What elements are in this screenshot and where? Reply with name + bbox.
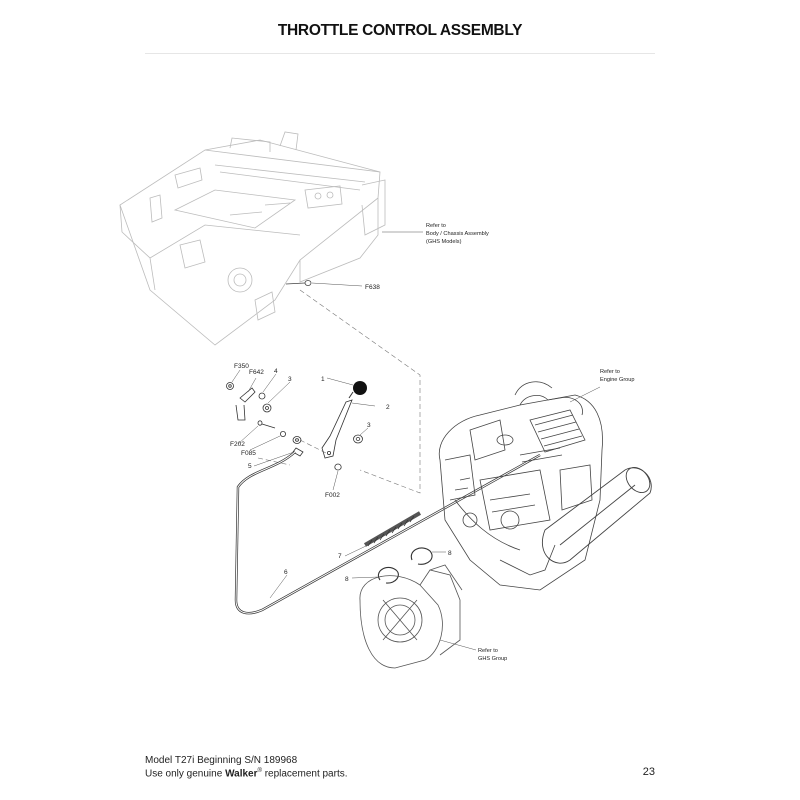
svg-text:Engine Group: Engine Group xyxy=(600,377,635,383)
callout-2: 2 xyxy=(386,404,390,411)
cable-spring xyxy=(363,511,422,547)
svg-text:(GHS Models): (GHS Models) xyxy=(426,239,462,245)
callout-8-right: 8 xyxy=(448,550,452,557)
cable-leader-lines xyxy=(269,544,446,599)
callout-6: 6 xyxy=(284,569,288,576)
ref-body-chassis: Refer to Body / Chassis Assembly (GHS Mo… xyxy=(426,223,489,245)
callout-f085: F085 xyxy=(241,450,256,457)
parts-suffix: replacement parts. xyxy=(264,768,348,780)
ghs-blower-housing xyxy=(359,564,463,669)
brand-name: Walker xyxy=(225,768,258,780)
footer-model-line: Model T27i Beginning S/N 189968 xyxy=(145,755,298,766)
svg-text:Refer to: Refer to xyxy=(478,648,498,654)
callout-1: 1 xyxy=(321,376,325,383)
callout-f202: F202 xyxy=(230,441,245,448)
throttle-cable-inner xyxy=(235,451,541,614)
lever-leader-lines xyxy=(231,369,376,491)
svg-text:Refer to: Refer to xyxy=(426,223,446,229)
page-number: 23 xyxy=(642,766,655,778)
title-divider xyxy=(145,53,655,54)
callout-f638: F638 xyxy=(365,284,380,291)
throttle-knob xyxy=(353,381,367,395)
callout-8-left: 8 xyxy=(345,576,349,583)
svg-text:Refer to: Refer to xyxy=(600,369,620,375)
phantom-mounting-lines xyxy=(257,289,421,494)
parts-prefix: Use only genuine xyxy=(145,768,223,780)
ref-ghs-group: Refer to GHS Group xyxy=(478,648,507,662)
cable-clamps xyxy=(378,547,433,584)
callout-7: 7 xyxy=(338,553,342,560)
throttle-lever-parts xyxy=(226,382,363,471)
footer-parts-line: Use only genuine Walker® replacement par… xyxy=(145,768,348,779)
svg-text:Body / Chassis Assembly: Body / Chassis Assembly xyxy=(426,231,489,237)
callout-4: 4 xyxy=(274,368,278,375)
callout-3-left: 3 xyxy=(288,376,292,383)
callout-5: 5 xyxy=(248,463,252,470)
f638-bolt xyxy=(285,280,312,286)
f638-leader xyxy=(311,282,363,287)
ref-engine-group: Refer to Engine Group xyxy=(600,369,635,383)
callout-f642: F642 xyxy=(249,369,264,376)
callout-f002: F002 xyxy=(325,492,340,499)
chassis-assembly-drawing xyxy=(119,131,386,346)
knob-stem xyxy=(348,391,354,399)
muffler-drawing xyxy=(542,467,652,564)
engine-drawing xyxy=(438,381,603,591)
registered-mark: ® xyxy=(257,768,262,774)
engine-ref-leader xyxy=(569,386,601,403)
ghs-ref-leader xyxy=(439,639,477,651)
callout-3-right: 3 xyxy=(367,422,371,429)
page-title: THROTTLE CONTROL ASSEMBLY xyxy=(277,22,523,39)
svg-text:GHS Group: GHS Group xyxy=(478,656,507,662)
callout-f350: F350 xyxy=(234,363,249,370)
